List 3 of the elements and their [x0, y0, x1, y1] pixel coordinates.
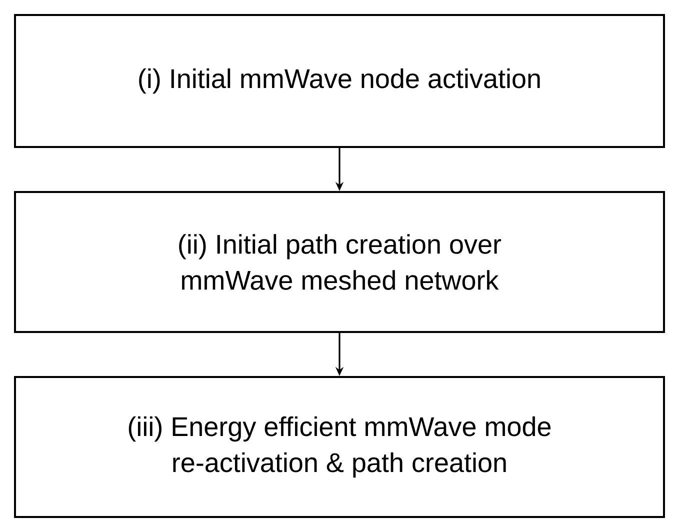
process-box: (ii) Initial path creation over mmWave meshed network — [14, 191, 665, 333]
process-box: (i) Initial mmWave node activation — [14, 14, 665, 148]
process-box: (iii) Energy efficient mmWave mode re-activation & path creation — [14, 376, 665, 518]
